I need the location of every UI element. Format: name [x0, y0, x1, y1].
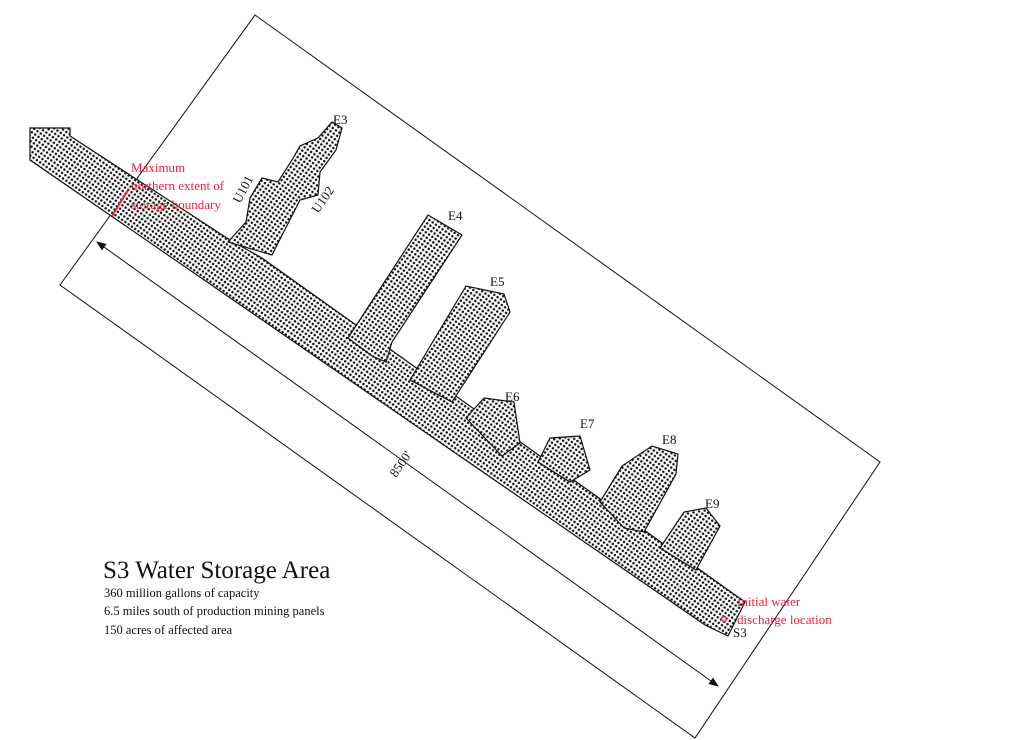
entry-e5 [409, 285, 511, 403]
legend-line: 360 million gallons of capacity [104, 586, 260, 600]
label-e3: E3 [333, 112, 347, 127]
entry-e9 [659, 507, 721, 571]
label-e8: E8 [662, 432, 676, 447]
boundary-annotation-line-3: storage boundary [131, 197, 221, 212]
discharge-annotation-line-1: Initial water [737, 594, 801, 609]
discharge-annotation-line-2: discharge location [737, 612, 832, 627]
label-e7: E7 [580, 416, 595, 431]
legend-title: S3 Water Storage Area [103, 557, 330, 584]
dimension-line [96, 241, 719, 687]
dimension-label: 8500' [386, 448, 415, 480]
entry-e8 [599, 445, 679, 533]
label-e6: E6 [505, 389, 520, 404]
entry-e6 [465, 397, 521, 457]
entry-e7 [537, 435, 591, 483]
label-e4: E4 [448, 208, 463, 223]
label-s3: S3 [733, 625, 747, 640]
legend-line: 6.5 miles south of production mining pan… [104, 604, 325, 618]
boundary-annotation-line-2: northern extent of [131, 178, 225, 193]
legend-line: 150 acres of affected area [104, 623, 233, 637]
mine-workings [29, 121, 746, 637]
label-e9: E9 [705, 496, 719, 511]
northern-extent-marker [111, 189, 129, 217]
discharge-location-marker [720, 615, 728, 623]
boundary-annotation-line-1: Maximum [131, 160, 185, 175]
entry-e3 [226, 121, 343, 256]
entry-e4 [347, 214, 463, 363]
label-e5: E5 [490, 274, 504, 289]
